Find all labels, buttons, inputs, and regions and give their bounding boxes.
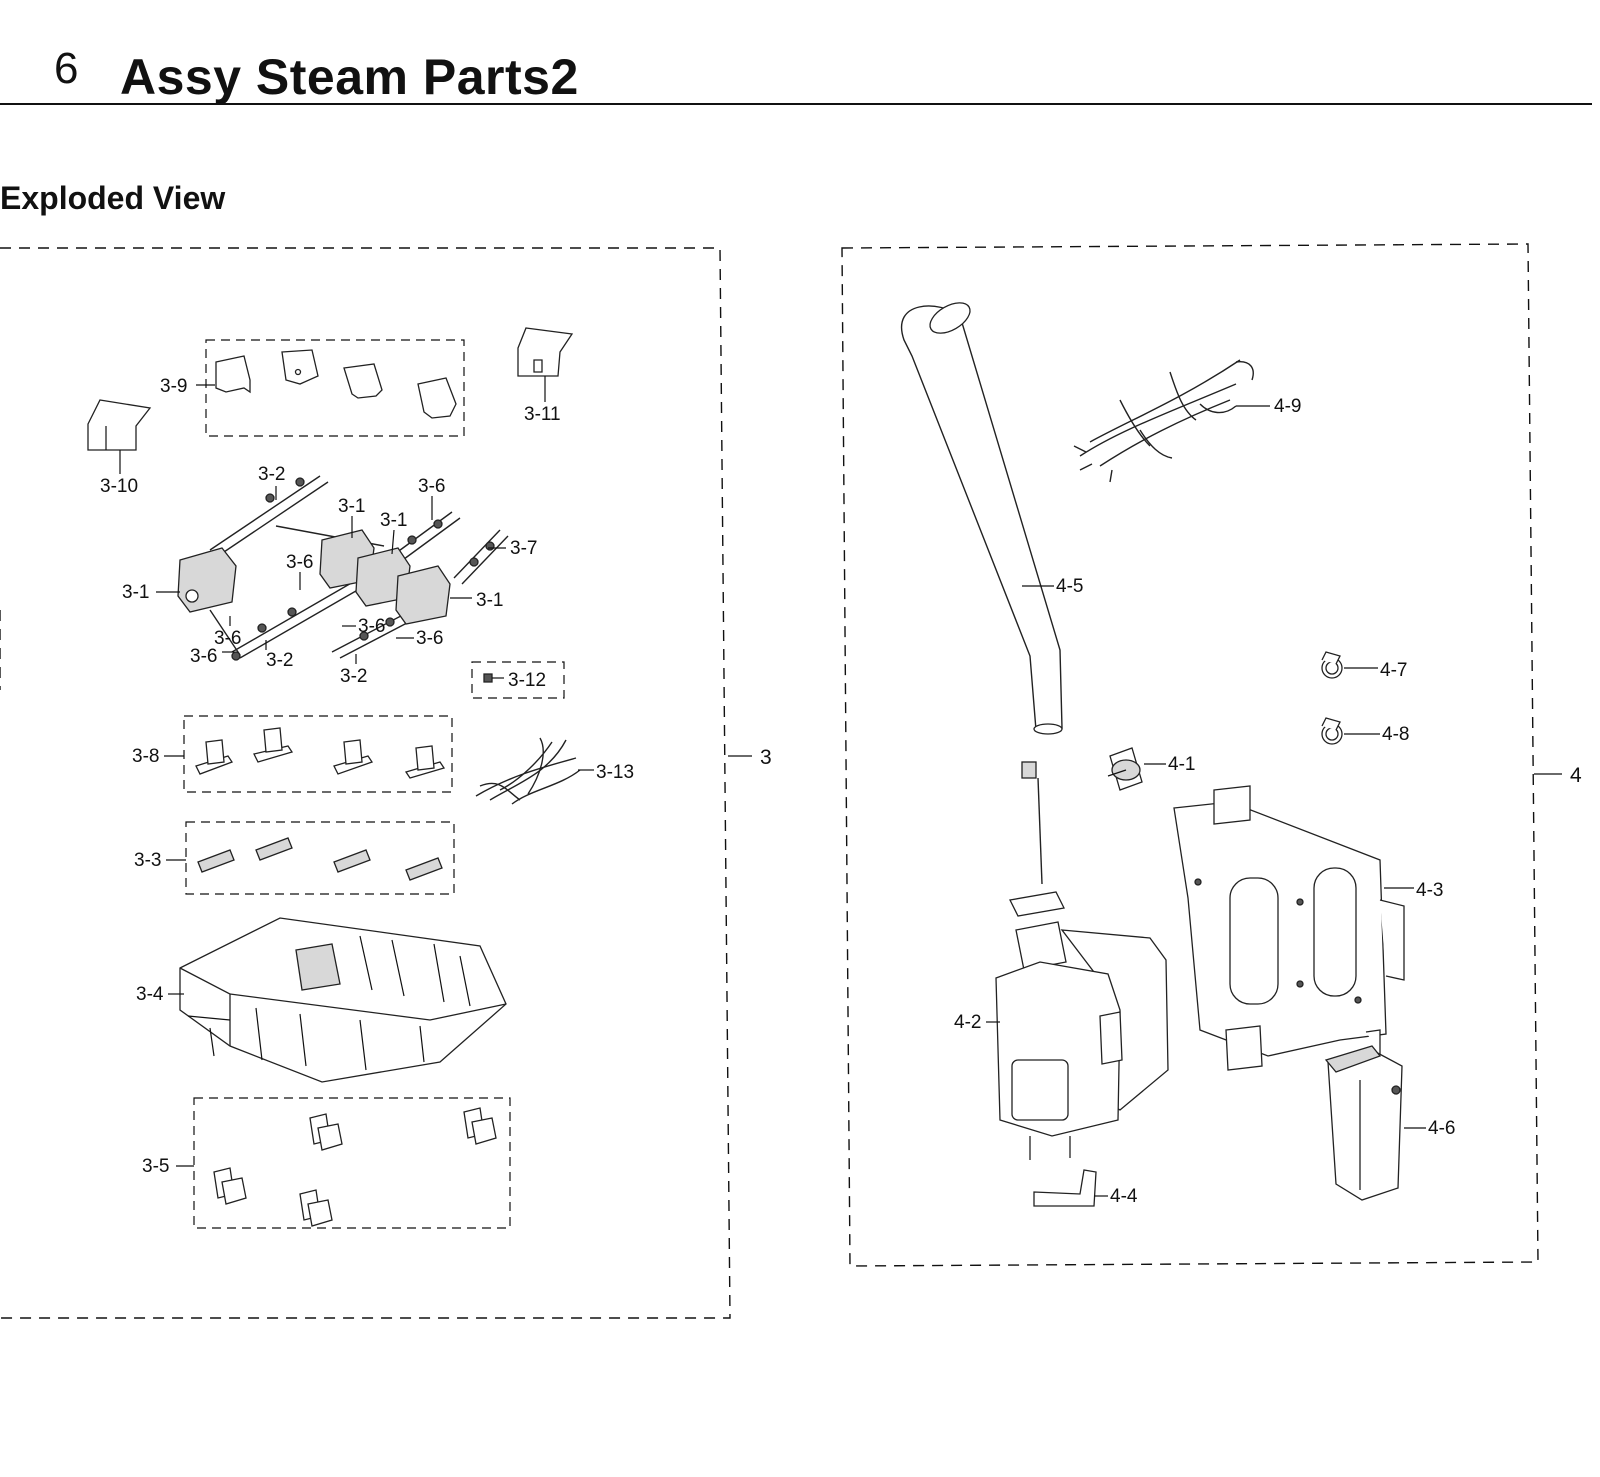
cover-3-11-part [517, 327, 574, 377]
callout-4-1: 4-1 [1168, 754, 1195, 775]
header-rule [0, 103, 1592, 105]
plate-4-3-part [1173, 785, 1405, 1071]
callout-4-8: 4-8 [1382, 724, 1409, 745]
callout-3-8: 3-8 [132, 746, 159, 767]
callout-4-3: 4-3 [1416, 880, 1443, 901]
callout-3-6-lower-d: 3-6 [190, 646, 217, 667]
base-tray-3-4-part [179, 917, 507, 1083]
callout-3-13: 3-13 [596, 762, 634, 783]
callout-3-6-lower-a: 3-6 [358, 616, 385, 637]
callout-3-12-box [471, 661, 565, 699]
clip-3-8-part [195, 727, 446, 779]
hose-4-5-part [900, 302, 1063, 735]
elbow-4-4-part [1033, 1169, 1097, 1207]
callout-3-4: 3-4 [136, 984, 164, 1005]
group-4-frame [841, 243, 1539, 1267]
clamp-4-7-part [1321, 651, 1343, 679]
clamp-4-8-part [1321, 717, 1343, 745]
screw-3-12-part [483, 673, 504, 683]
page-title: Assy Steam Parts2 [120, 49, 579, 105]
callout-3-6-lower-c: 3-6 [214, 628, 241, 649]
section-subtitle: Exploded View [0, 180, 226, 216]
callout-3-6-lower-b: 3-6 [416, 628, 443, 649]
bracket-3-5-part [213, 1107, 497, 1227]
callout-3-10: 3-10 [100, 476, 138, 497]
callout-3-2-top: 3-2 [258, 464, 285, 485]
callout-3: 3 [760, 746, 772, 769]
callout-3-11: 3-11 [524, 404, 561, 425]
harness-4-9-part [1073, 359, 1254, 483]
callout-4-6: 4-6 [1428, 1118, 1455, 1139]
cover-3-10-part [87, 399, 152, 451]
callout-3-2-bottom-b: 3-2 [340, 666, 367, 687]
section-number: 6 [54, 44, 79, 93]
callout-3-9: 3-9 [160, 376, 187, 397]
callout-4: 4 [1570, 764, 1582, 787]
callout-3-5-box [193, 1097, 511, 1229]
group-3-frame [0, 247, 731, 1319]
steam-generator-4-2-part [995, 761, 1169, 1160]
callout-4-7: 4-7 [1380, 660, 1407, 681]
callout-3-1-center-a: 3-1 [338, 496, 365, 517]
thermostat-4-1-part [1107, 747, 1143, 791]
callout-4-5: 4-5 [1056, 576, 1083, 597]
callout-3-6-mid: 3-6 [286, 552, 313, 573]
module-4-6-part [1324, 1029, 1403, 1201]
harness-3-13-part [475, 737, 581, 805]
callout-3-6-top: 3-6 [418, 476, 445, 497]
pad-3-3-part [197, 837, 443, 881]
callout-4-9: 4-9 [1274, 396, 1301, 417]
callout-3-2-bottom-a: 3-2 [266, 650, 293, 671]
valve-manifold-part [177, 475, 509, 661]
callout-3-7: 3-7 [510, 538, 537, 559]
callout-3-8-box [183, 715, 453, 793]
callout-3-1-left: 3-1 [122, 582, 149, 603]
callout-3-3-box [185, 821, 455, 895]
callout-3-1-center-b: 3-1 [380, 510, 407, 531]
callout-4-4: 4-4 [1110, 1186, 1138, 1207]
callout-4-2: 4-2 [954, 1012, 981, 1033]
callout-3-3: 3-3 [134, 850, 161, 871]
bracket-3-9-part [215, 349, 457, 419]
callout-3-5: 3-5 [142, 1156, 169, 1177]
callout-3-9-box [205, 339, 465, 437]
callout-3-12: 3-12 [508, 670, 546, 691]
callout-3-1-right: 3-1 [476, 590, 503, 611]
